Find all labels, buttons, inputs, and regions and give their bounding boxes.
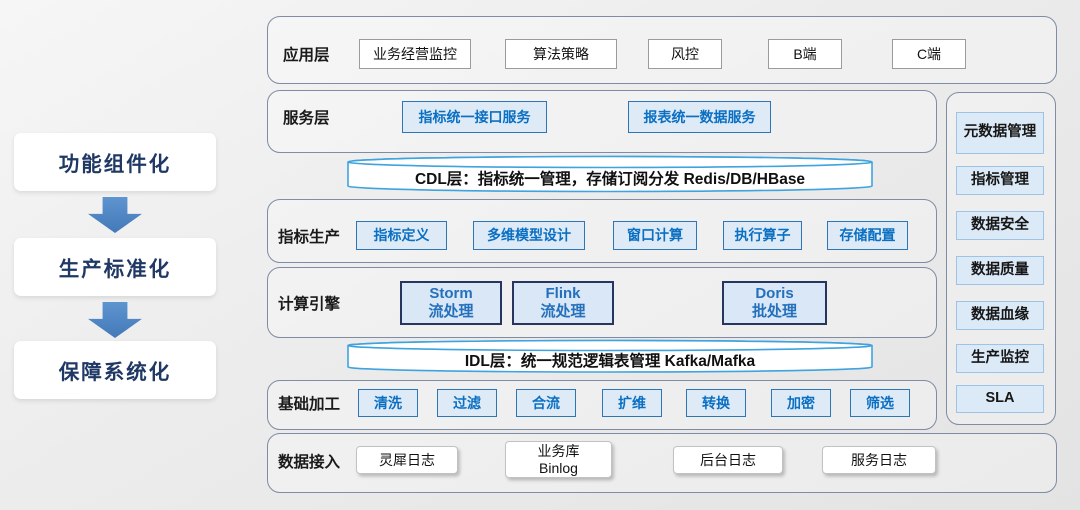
sidebar-item: SLA	[956, 385, 1044, 413]
app-layer-label: 应用层	[283, 47, 330, 64]
idl-layer-text: IDL层：统一规范逻辑表管理 Kafka/Mafka	[464, 353, 756, 370]
sidebar-item: 生产监控	[956, 344, 1044, 373]
processing-item: 过滤	[437, 389, 497, 417]
engine-item: Storm 流处理	[400, 281, 502, 325]
ingestion-layer-label: 数据接入	[278, 453, 341, 471]
cylinder-shape-icon	[347, 339, 873, 373]
processing-item: 清洗	[358, 389, 418, 417]
flow-step-2: 生产标准化	[14, 238, 216, 296]
cylinder-shape-icon	[347, 155, 873, 193]
engine-mode: 流处理	[428, 303, 474, 320]
cdl-layer-cylinder: CDL层：指标统一管理，存储订阅分发 Redis/DB/HBase	[347, 155, 873, 194]
sidebar-item: 数据血缘	[956, 301, 1044, 330]
production-item: 指标定义	[356, 221, 447, 250]
service-item: 指标统一接口服务	[402, 101, 547, 133]
engine-mode: 批处理	[751, 303, 797, 320]
engine-mode: 流处理	[540, 303, 586, 320]
engine-name: Flink	[545, 285, 581, 302]
processing-item: 转换	[686, 389, 746, 417]
ingestion-item: 业务库 Binlog	[505, 441, 612, 478]
ingestion-item: 后台日志	[673, 446, 783, 474]
app-item: B端	[768, 39, 842, 69]
arrow-down-icon	[88, 197, 142, 233]
engine-name: Storm	[429, 285, 473, 302]
arrow-down-icon	[88, 302, 142, 338]
production-item: 执行算子	[723, 221, 802, 250]
service-layer-container	[267, 90, 937, 153]
service-layer-label: 服务层	[283, 110, 330, 127]
ingestion-item: 灵犀日志	[356, 446, 458, 474]
sidebar-item: 元数据管理	[956, 112, 1044, 154]
idl-layer-cylinder: IDL层：统一规范逻辑表管理 Kafka/Mafka	[347, 339, 873, 374]
service-item: 报表统一数据服务	[628, 101, 771, 133]
production-item: 窗口计算	[613, 221, 697, 250]
app-item: 算法策略	[505, 39, 617, 69]
sidebar-item: 指标管理	[956, 166, 1044, 195]
app-item: 业务经营监控	[359, 39, 471, 69]
engine-name: Doris	[755, 285, 794, 302]
app-item: C端	[892, 39, 966, 69]
production-item: 存储配置	[827, 221, 908, 250]
production-item: 多维模型设计	[473, 221, 585, 250]
sidebar-item: 数据安全	[956, 211, 1044, 240]
engine-layer-label: 计算引擎	[278, 296, 341, 313]
ingestion-item: 服务日志	[822, 446, 936, 474]
flow-step-1: 功能组件化	[14, 133, 216, 191]
processing-item: 加密	[771, 389, 831, 417]
production-layer-label: 指标生产	[278, 228, 341, 246]
cdl-layer-text: CDL层：指标统一管理，存储订阅分发 Redis/DB/HBase	[414, 171, 806, 188]
processing-item: 筛选	[850, 389, 910, 417]
processing-item: 合流	[516, 389, 576, 417]
flow-step-3: 保障系统化	[14, 341, 216, 399]
processing-layer-label: 基础加工	[278, 396, 341, 413]
processing-item: 扩维	[602, 389, 662, 417]
engine-item: Doris 批处理	[722, 281, 827, 325]
production-layer-container	[267, 199, 937, 263]
app-item: 风控	[648, 39, 722, 69]
sidebar-item: 数据质量	[956, 256, 1044, 285]
engine-item: Flink 流处理	[512, 281, 614, 325]
